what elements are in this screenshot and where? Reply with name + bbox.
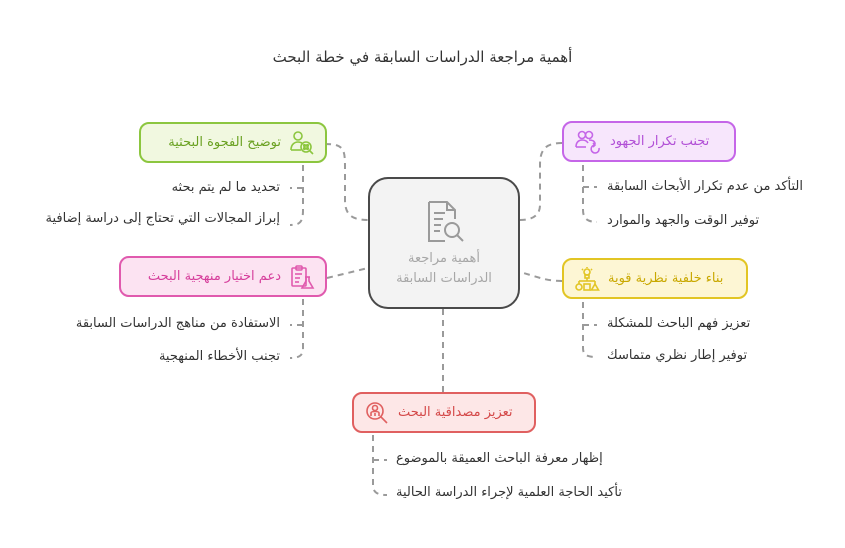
document-search-icon [370, 199, 518, 245]
node-methodology[interactable]: دعم اختيار منهجية البحث [119, 256, 327, 297]
node-methodology-label: دعم اختيار منهجية البحث [147, 269, 281, 284]
leaf-methodology-2: تجنب الأخطاء المنهجية [158, 349, 280, 364]
node-avoid-duplication-label: تجنب تكرار الجهود [610, 134, 710, 149]
leaf-credibility-1: إظهار معرفة الباحث العميقة بالموضوع [396, 451, 603, 466]
leaf-duplication-1: التأكد من عدم تكرار الأبحاث السابقة [607, 179, 804, 194]
person-search-icon [364, 400, 390, 426]
leaf-gap-2: إبراز المجالات التي تحتاج إلى دراسة إضاف… [45, 211, 280, 226]
node-credibility[interactable]: تعزيز مصداقية البحث [352, 392, 536, 433]
central-topic-line1: أهمية مراجعة [407, 251, 481, 266]
leaf-gap-1: تحديد ما لم يتم بحثه [171, 180, 280, 195]
idea-hierarchy-icon [574, 266, 600, 292]
leaf-theory-1: تعزيز فهم الباحث للمشكلة [607, 316, 751, 331]
clipboard-flask-icon [289, 264, 315, 290]
node-credibility-label: تعزيز مصداقية البحث [398, 405, 513, 420]
node-theoretical-background[interactable]: بناء خلفية نظرية قوية [562, 258, 748, 299]
leaf-credibility-2: تأكيد الحاجة العلمية لإجراء الدراسة الحا… [396, 485, 622, 500]
central-topic-line2: الدراسات السابقة [396, 271, 492, 286]
node-avoid-duplication[interactable]: تجنب تكرار الجهود [562, 121, 736, 162]
diagram-title: أهمية مراجعة الدراسات السابقة في خطة الب… [272, 48, 573, 66]
leaf-duplication-2: توفير الوقت والجهد والموارد [607, 213, 760, 228]
node-research-gap-label: توضيح الفجوة البحثية [168, 135, 281, 150]
leaf-theory-2: توفير إطار نظري متماسك [607, 348, 748, 363]
central-topic[interactable]: أهمية مراجعة الدراسات السابقة [368, 177, 520, 309]
users-refresh-icon [574, 129, 602, 155]
user-search-icon [289, 130, 315, 156]
node-theoretical-background-label: بناء خلفية نظرية قوية [608, 271, 724, 286]
node-research-gap[interactable]: توضيح الفجوة البحثية [139, 122, 327, 163]
leaf-methodology-1: الاستفادة من مناهج الدراسات السابقة [75, 316, 280, 331]
